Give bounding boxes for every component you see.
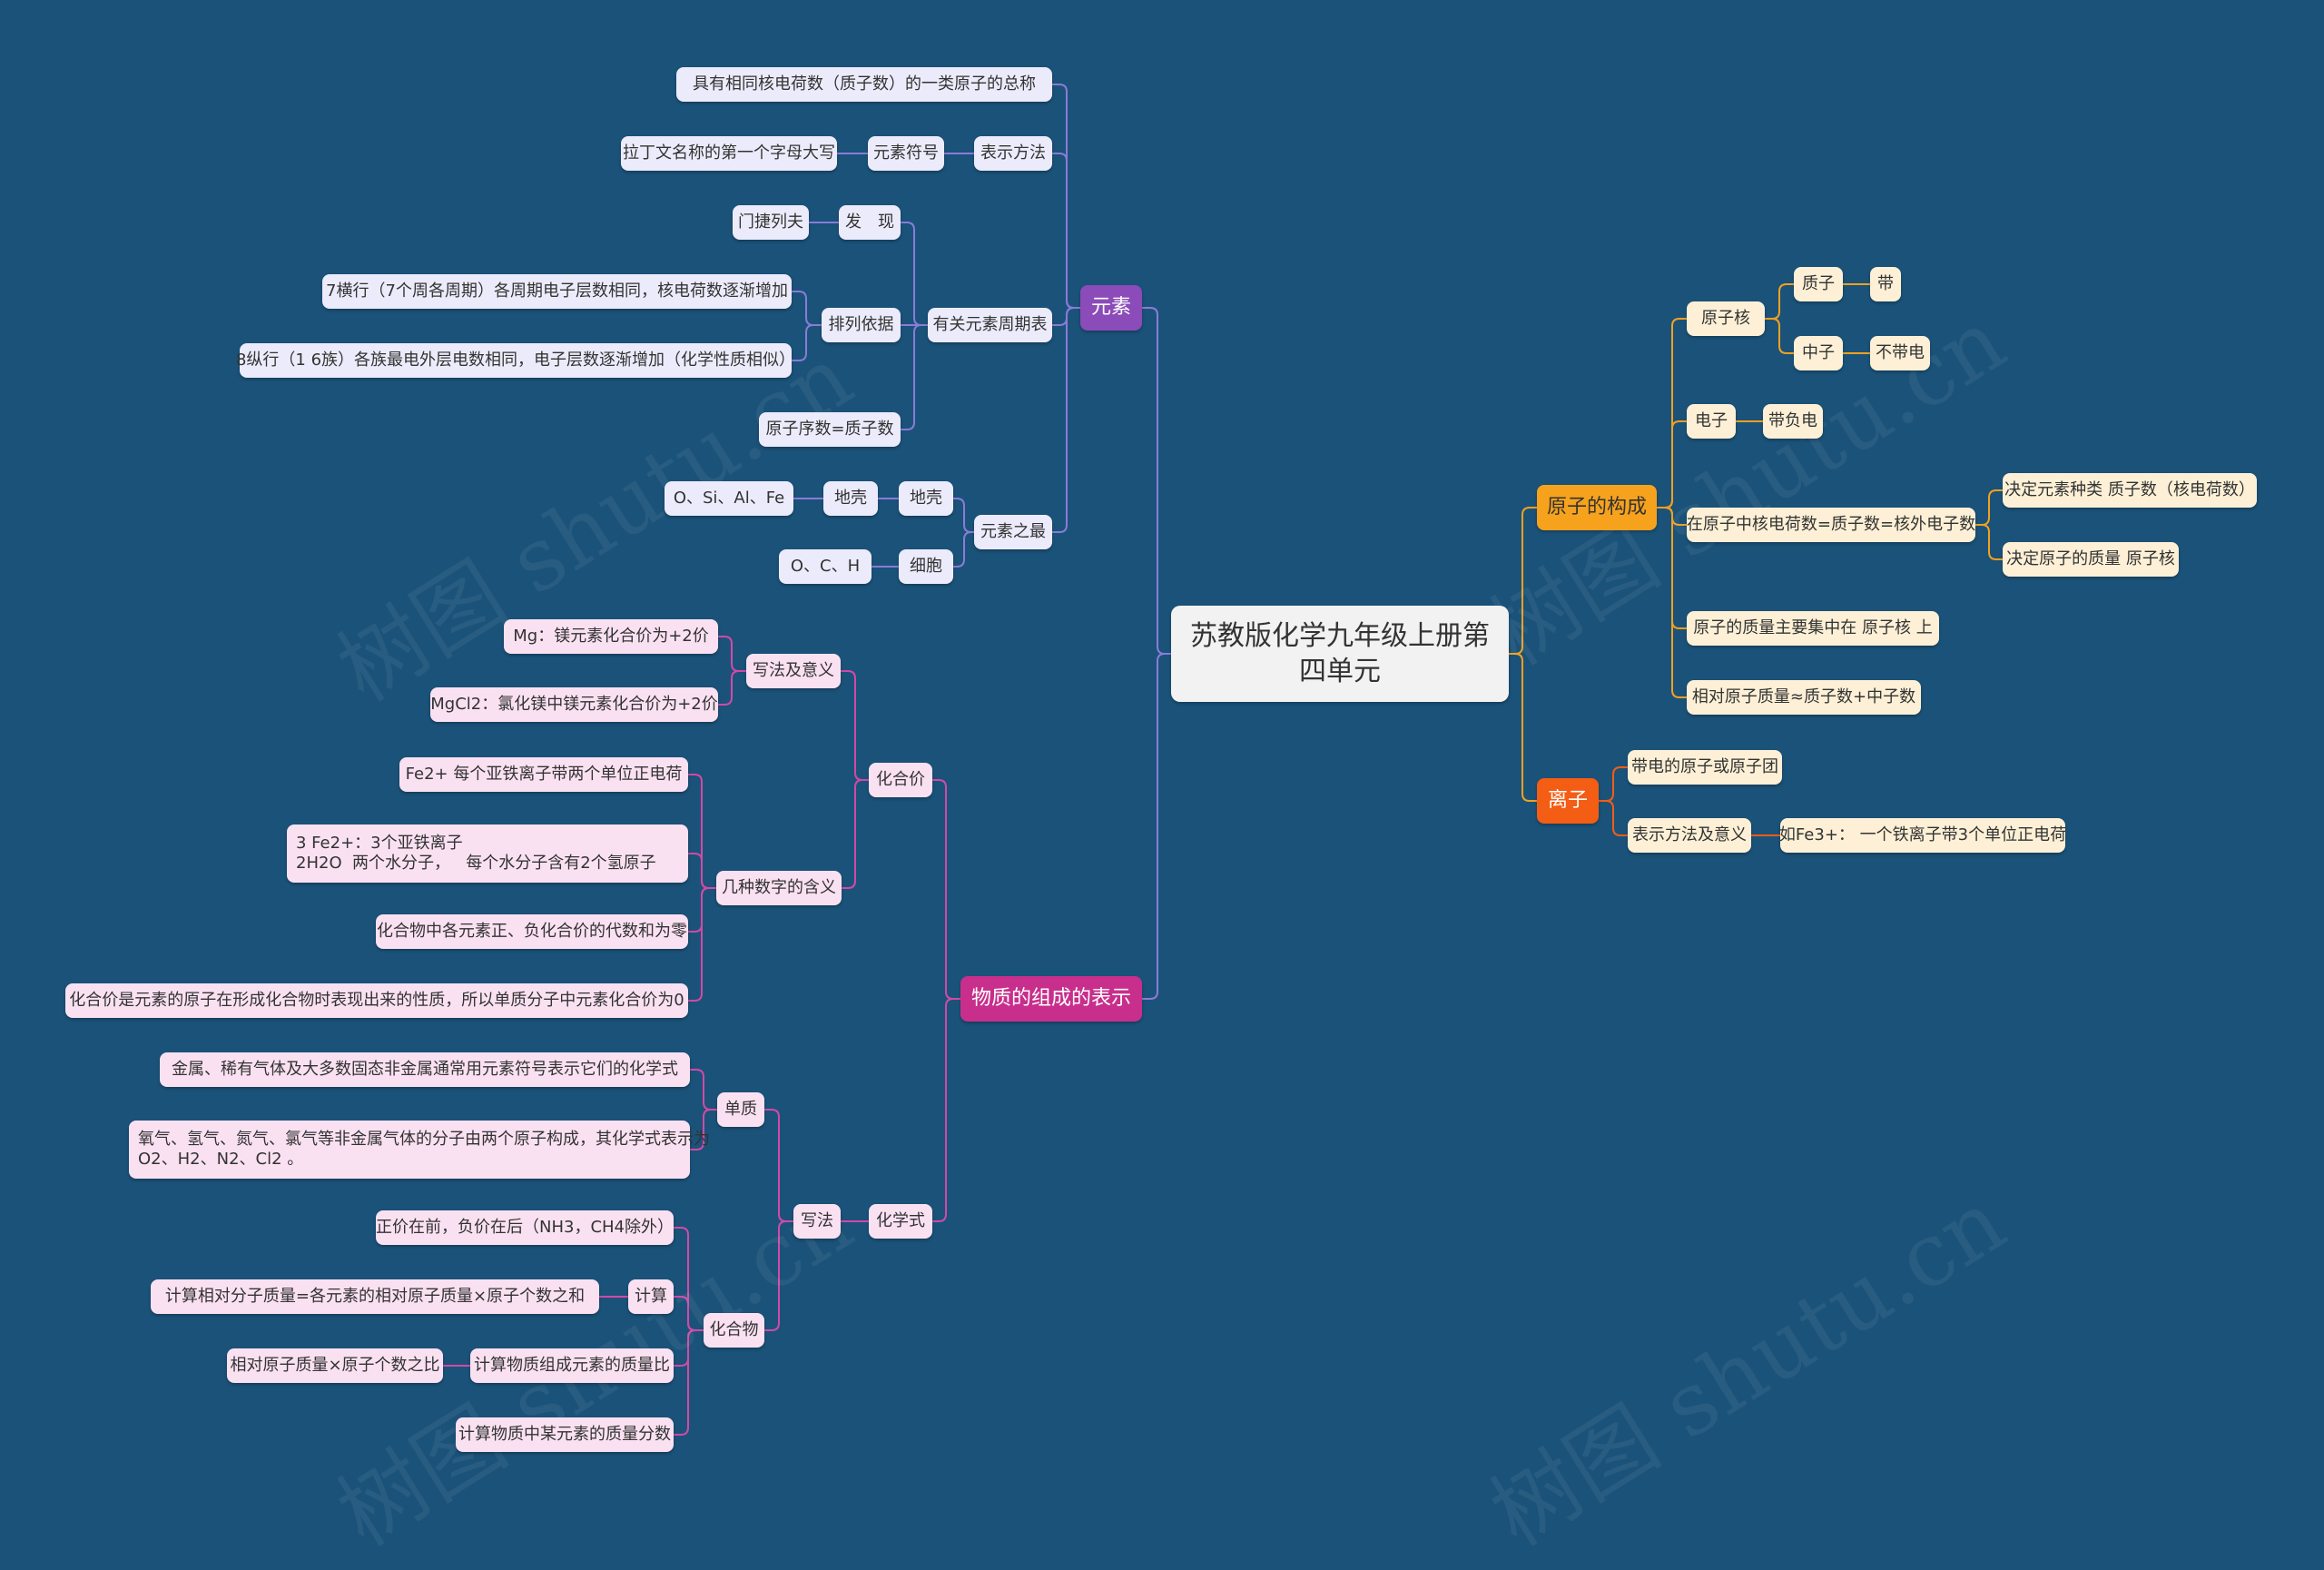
node-huaxueshi[interactable]: 化学式: [869, 1204, 932, 1239]
link-dengshi: [1975, 524, 2003, 560]
node-xiangdui-yuanzi-zhiliang[interactable]: 相对原子质量≈质子数+中子数: [1687, 680, 1921, 715]
link-xiefa: [718, 670, 746, 706]
node-huahewu[interactable]: 化合物: [704, 1313, 764, 1348]
node-daishuhe-zero[interactable]: 化合物中各元素正、负化合价的代数和为零: [376, 914, 688, 949]
node-huahejia-xiefa[interactable]: 写法及意义: [746, 654, 841, 688]
link-huahewu: [674, 1329, 704, 1436]
link-zhouqibiao: [901, 324, 928, 430]
link-wuzhi: [932, 779, 960, 1000]
node-yuanzi-xushu[interactable]: 原子序数=质子数: [759, 412, 901, 447]
link-yuansu: [1052, 153, 1080, 309]
link-huahejia: [842, 779, 869, 889]
link-danzhi: [690, 1109, 717, 1150]
node-zhizi[interactable]: 质子: [1794, 267, 1843, 301]
node-hengxing-rule[interactable]: 7横行（7个周各周期）各周期电子层数相同，核电荷数逐渐增加: [322, 274, 792, 309]
node-fe2-h2o-meaning[interactable]: 3 Fe2+：3个亚铁离子 2H2O 两个水分子， 每个水分子含有2个氢原子: [287, 824, 688, 883]
mindmap-canvas: 树图 shutu.cn 树图 shutu.cn 树图 shutu.cn 树图 s…: [65, 67, 2257, 1565]
node-zhouqibiao[interactable]: 有关元素周期表: [928, 308, 1052, 342]
node-jueding-zhonglei[interactable]: 决定元素种类 质子数（核电荷数）: [2003, 473, 2257, 508]
node-huahejia-xingzhi[interactable]: 化合价是元素的原子在形成化合物时表现出来的性质，所以单质分子中元素化合价为0: [65, 983, 688, 1018]
link-yuanzihe: [1765, 318, 1794, 354]
link-pailie: [792, 324, 822, 361]
node-zhiliang-bi-leaf[interactable]: 相对原子质量×原子个数之比: [227, 1348, 443, 1383]
node-budaidian[interactable]: 不带电: [1870, 336, 1930, 370]
link-shuzi: [688, 887, 716, 1002]
node-danzhi[interactable]: 单质: [717, 1092, 764, 1127]
node-huahejia[interactable]: 化合价: [869, 763, 932, 797]
link-huahewu: [674, 1296, 704, 1331]
link-yuansu: [1052, 307, 1080, 533]
branch-lizi[interactable]: 离子: [1537, 778, 1599, 824]
node-zhiliang-bi[interactable]: 计算物质组成元素的质量比: [470, 1348, 674, 1383]
link-pailie: [792, 291, 822, 326]
link-root-right: [1509, 507, 1537, 655]
node-mg-valence[interactable]: Mg：镁元素化合价为+2价: [504, 619, 718, 654]
link-zuizhi: [953, 498, 974, 533]
node-dianzi[interactable]: 电子: [1687, 404, 1736, 439]
link-yuanzi: [1657, 507, 1687, 698]
node-fe2-meaning[interactable]: Fe2+ 每个亚铁离子带两个单位正电荷: [399, 757, 688, 792]
connector-lines: [443, 84, 2003, 1436]
link-xiefa: [718, 636, 746, 672]
link-lizi: [1599, 800, 1628, 836]
node-daifudian[interactable]: 带负电: [1763, 404, 1823, 439]
link-zuizhi: [953, 531, 974, 568]
node-diqiao-leaf[interactable]: 地壳: [823, 481, 878, 516]
link-zhouqibiao: [901, 222, 928, 326]
node-yuansu-zhizui[interactable]: 元素之最: [974, 515, 1052, 549]
link-huahejia: [841, 670, 869, 781]
node-fe3-example[interactable]: 如Fe3+： 一个铁离子带3个单位正电荷: [1779, 818, 2066, 853]
node-huaxueshi-xiefa[interactable]: 写法: [793, 1204, 841, 1239]
node-jueding-zhiliang[interactable]: 决定原子的质量 原子核: [2003, 542, 2179, 577]
node-zhengjia-qian[interactable]: 正价在前，负价在后（NH3，CH4除外）: [376, 1210, 674, 1245]
link-wuzhi: [932, 998, 960, 1222]
node-danzhi-rule2[interactable]: 氧气、氢气、氮气、氯气等非金属气体的分子由两个原子构成，其化学式表示为 O2、H…: [129, 1121, 710, 1179]
link-danzhi: [690, 1069, 717, 1111]
branch-yuanzi-goucheng[interactable]: 原子的构成: [1537, 485, 1657, 530]
node-diqiao-elements[interactable]: O、Si、Al、Fe: [665, 481, 793, 516]
node-mgcl2-valence[interactable]: MgCl2：氯化镁中镁元素化合价为+2价: [430, 687, 718, 722]
link-root-right: [1509, 653, 1537, 802]
node-zongxing-rule[interactable]: 8纵行（1 6族）各族最电外层电数相同，电子层数逐渐增加（化学性质相似）: [236, 343, 795, 378]
link-root-left: [1142, 307, 1171, 655]
link-yuanzihe: [1765, 283, 1794, 320]
branch-yuansu[interactable]: 元素: [1080, 285, 1142, 331]
node-mendeleev[interactable]: 门捷列夫: [733, 205, 809, 240]
node-ladingwen-rule[interactable]: 拉丁文名称的第一个字母大写: [621, 136, 837, 171]
link-hx-xiefa: [764, 1220, 793, 1331]
node-shuzi-hanyi[interactable]: 几种数字的含义: [716, 871, 842, 905]
link-root-left: [1142, 653, 1171, 1000]
node-xiangdui-fenzi-zhiliang[interactable]: 计算相对分子质量=各元素的相对原子质量×原子个数之和: [151, 1279, 599, 1314]
link-yuanzi: [1657, 420, 1687, 509]
node-pailie-yiju[interactable]: 排列依据: [822, 308, 901, 342]
node-lizi-biaoshi[interactable]: 表示方法及意义: [1628, 818, 1751, 853]
node-yuansu-fuhao[interactable]: 元素符号: [868, 136, 944, 171]
node-dianhe-dengshi[interactable]: 在原子中核电荷数=质子数=核外电子数: [1687, 508, 1975, 542]
node-zhongzi[interactable]: 中子: [1794, 336, 1843, 370]
node-xibao[interactable]: 细胞: [899, 549, 953, 584]
node-faxian[interactable]: 发 现: [839, 205, 901, 240]
node-jisuan[interactable]: 计算: [628, 1279, 674, 1314]
node-xibao-elements[interactable]: O、C、H: [779, 549, 872, 584]
node-dai[interactable]: 带: [1870, 267, 1901, 301]
node-biaoshi-fangfa[interactable]: 表示方法: [974, 136, 1052, 171]
node-zhiliang-fenshu[interactable]: 计算物质中某元素的质量分数: [456, 1417, 674, 1452]
node-lizi-dingyi[interactable]: 带电的原子或原子团: [1628, 750, 1782, 785]
node-danzhi-rule1[interactable]: 金属、稀有气体及大多数固态非金属通常用元素符号表示它们的化学式: [160, 1052, 690, 1087]
node-yuansu-definition[interactable]: 具有相同核电荷数（质子数）的一类原子的总称: [676, 67, 1052, 102]
root-topic[interactable]: 苏教版化学九年级上册第 四单元: [1171, 606, 1509, 702]
node-zhiliang-jizhong[interactable]: 原子的质量主要集中在 原子核 上: [1687, 611, 1939, 646]
node-diqiao[interactable]: 地壳: [899, 481, 953, 516]
branch-wuzhi-zucheng[interactable]: 物质的组成的表示: [960, 976, 1142, 1022]
link-lizi: [1599, 766, 1628, 802]
link-hx-xiefa: [764, 1109, 793, 1222]
link-shuzi: [688, 853, 716, 889]
link-dengshi: [1975, 489, 2003, 526]
node-yuanzihe[interactable]: 原子核: [1687, 301, 1765, 336]
